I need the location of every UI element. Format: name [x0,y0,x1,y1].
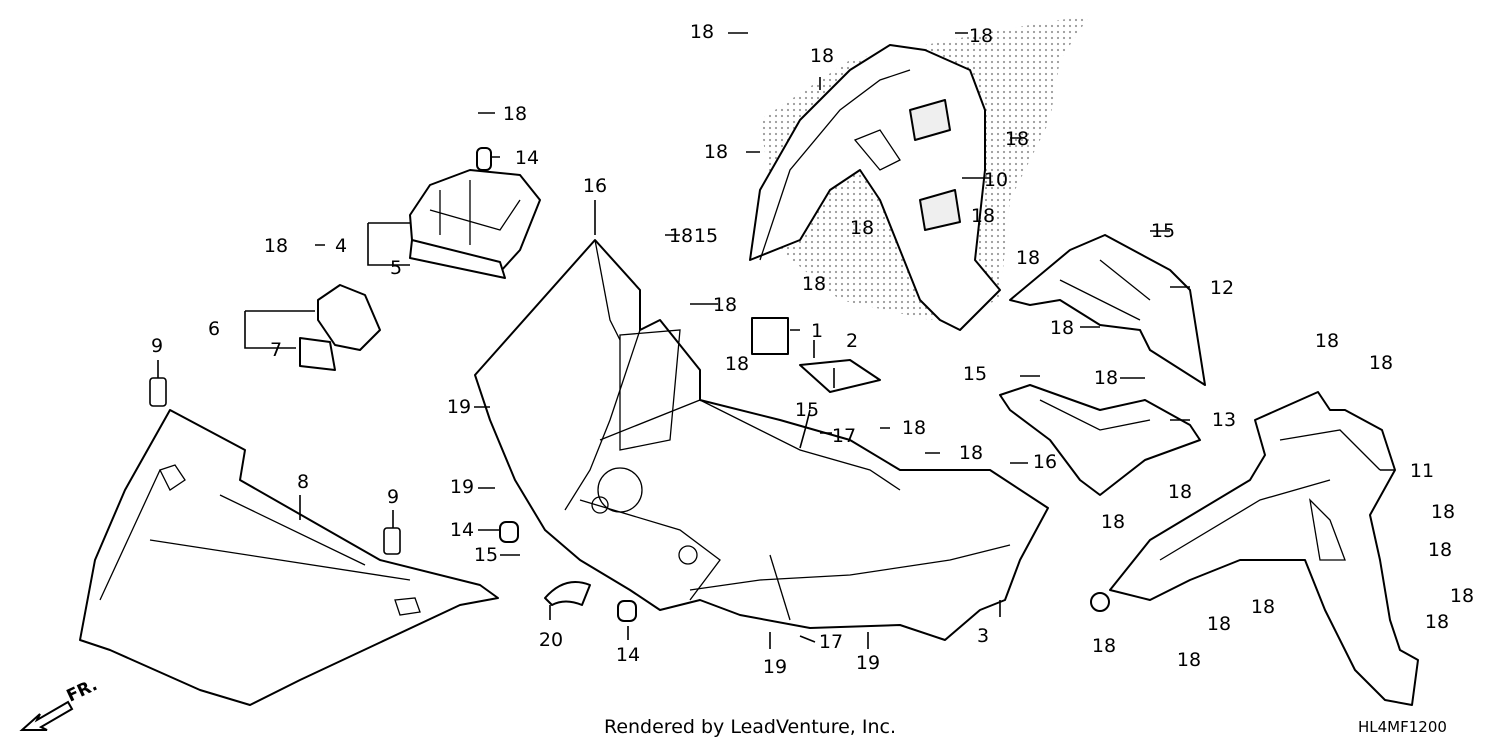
part-8-front-cover [79,409,499,706]
callout-18: 18 [1016,247,1040,269]
callout-18: 18 [959,442,983,464]
callout-16: 16 [1033,451,1057,473]
callout-18: 18 [1168,481,1192,503]
callout-18: 18 [1050,317,1074,339]
callout-18: 18 [802,273,826,295]
callouts: 18 18 18 18 14 18 18 10 16 18 18 15 18 4… [151,21,1474,678]
part-13-bracket [999,384,1201,496]
part-14-grommet-bottom [617,600,637,622]
part-18-grommet-bottom [1090,592,1110,612]
callout-18: 18 [969,25,993,47]
part-1-block [751,317,789,355]
part-9-clip-mid [383,527,401,555]
callout-18: 18 [669,225,693,247]
callout-9: 9 [151,335,163,357]
callout-18: 18 [1207,613,1231,635]
callout-18: 18 [704,141,728,163]
callout-18: 18 [1369,352,1393,374]
callout-18: 18 [850,217,874,239]
callout-2: 2 [846,330,858,352]
callout-9: 9 [387,486,399,508]
part-2-plate [799,359,881,393]
callout-19: 19 [447,396,471,418]
callout-18: 18 [725,353,749,375]
callout-18: 18 [1315,330,1339,352]
callout-20: 20 [539,629,563,651]
callout-18: 18 [1431,501,1455,523]
callout-18: 18 [1094,367,1118,389]
callout-3: 3 [977,625,989,647]
callout-19: 19 [763,656,787,678]
callout-1: 1 [811,320,823,342]
callout-18: 18 [1005,128,1029,150]
callout-15: 15 [1151,220,1175,242]
callout-18: 18 [1428,539,1452,561]
callout-12: 12 [1210,277,1234,299]
callout-18: 18 [503,103,527,125]
part-11-fender [1109,391,1419,706]
callout-11: 11 [1410,460,1434,482]
callout-15: 15 [694,225,718,247]
footer-credit: Rendered by LeadVenture, Inc. [603,716,897,738]
callout-15: 15 [795,399,819,421]
diagram-code: HL4MF1200 [1358,718,1447,736]
leader-lines [157,32,1395,649]
callout-8: 8 [297,471,309,493]
callout-18: 18 [1177,649,1201,671]
callout-19: 19 [450,476,474,498]
callout-18: 18 [971,205,995,227]
callout-7: 7 [270,339,282,361]
callout-14: 14 [450,519,474,541]
part-20-cap [544,581,591,606]
callout-4: 4 [335,235,347,257]
part-6-7-bracket [299,284,381,371]
callout-14: 14 [515,147,539,169]
callout-18: 18 [713,294,737,316]
callout-18: 18 [1251,596,1275,618]
callout-5: 5 [390,257,402,279]
callout-18: 18 [1450,585,1474,607]
callout-18: 18 [1092,635,1116,657]
part-12-bracket [1009,234,1206,386]
callout-18: 18 [690,21,714,43]
direction-label: FR. [64,675,101,706]
callout-18: 18 [1425,611,1449,633]
callout-13: 13 [1212,409,1236,431]
callout-6: 6 [208,318,220,340]
callout-17: 17 [819,631,843,653]
callout-16: 16 [583,175,607,197]
part-4-5-box [409,169,541,279]
part-14-grommet-left [499,521,519,543]
part-14-grommet-top [476,147,492,171]
callout-14: 14 [616,644,640,666]
callout-17: 17 [832,425,856,447]
part-10-inner-panel [749,44,1001,331]
callout-19: 19 [856,652,880,674]
part-9-clip-left [149,377,167,407]
callout-18: 18 [264,235,288,257]
callout-15: 15 [474,544,498,566]
callout-18: 18 [810,45,834,67]
callout-18: 18 [1101,511,1125,533]
callout-18: 18 [902,417,926,439]
callout-10: 10 [984,169,1008,191]
part-3-front-body [474,239,1049,641]
callout-15: 15 [963,363,987,385]
